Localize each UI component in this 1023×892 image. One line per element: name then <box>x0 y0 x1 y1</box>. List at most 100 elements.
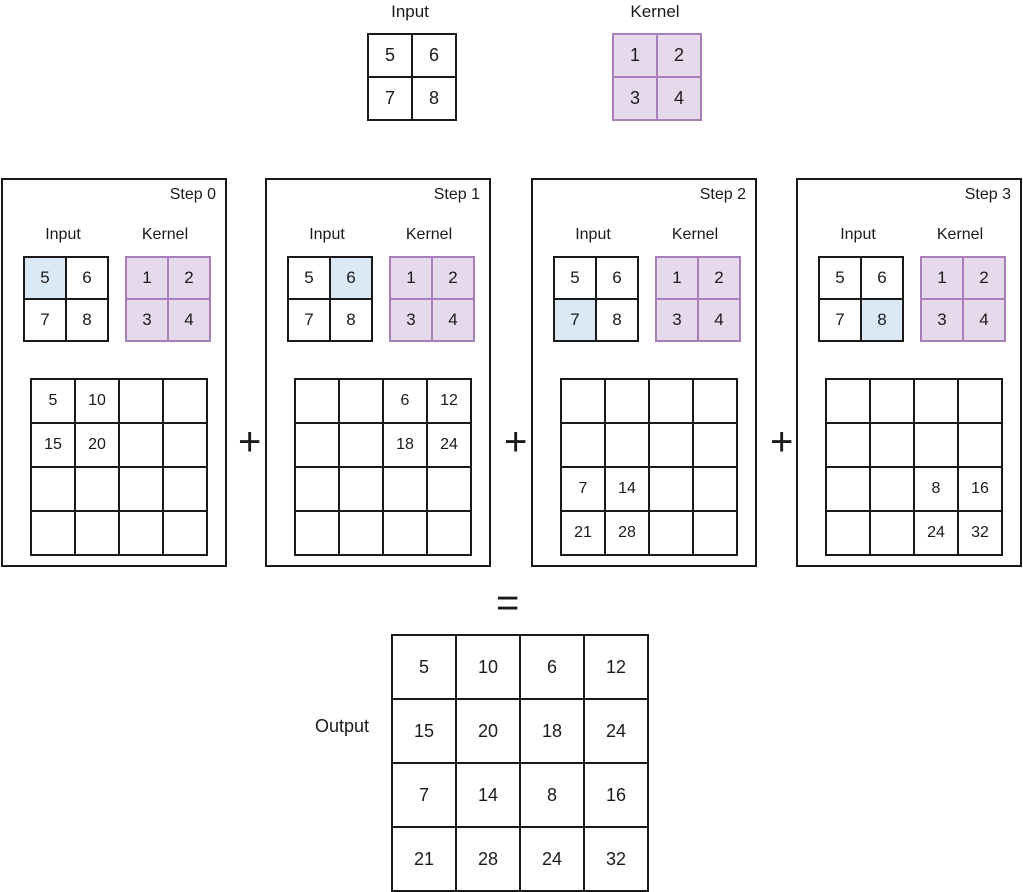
top-input-label: Input <box>391 2 429 21</box>
grid-cell-highlighted: 6 <box>329 256 373 300</box>
step-kernel-label-1: Kernel <box>405 226 453 243</box>
grid-cell: 15 <box>391 698 457 764</box>
grid-cell: 3 <box>125 298 169 342</box>
grid-cell <box>692 378 738 424</box>
grid-row <box>30 510 208 556</box>
grid-cell <box>648 510 694 556</box>
grid-cell <box>382 466 428 512</box>
grid-cell: 14 <box>455 762 521 828</box>
grid-cell: 5 <box>30 378 76 424</box>
grid-cell <box>604 378 650 424</box>
grid-cell: 2 <box>697 256 741 300</box>
grid-cell: 6 <box>382 378 428 424</box>
grid-cell: 32 <box>957 510 1003 556</box>
grid-cell <box>118 378 164 424</box>
grid-cell: 20 <box>455 698 521 764</box>
grid-cell <box>957 422 1003 468</box>
grid-cell: 2 <box>431 256 475 300</box>
grid-cell <box>913 378 959 424</box>
grid-cell <box>30 510 76 556</box>
grid-cell <box>648 378 694 424</box>
grid-cell <box>118 510 164 556</box>
grid-cell <box>869 466 915 512</box>
grid-cell: 8 <box>519 762 585 828</box>
grid-cell: 24 <box>426 422 472 468</box>
plus-operator-2: + <box>770 420 794 464</box>
step-kernel-label-2: Kernel <box>671 226 719 243</box>
plus-operator-0: + <box>238 420 262 464</box>
grid-cell <box>294 378 340 424</box>
step-input-label-3: Input <box>840 226 876 243</box>
grid-cell <box>825 466 871 512</box>
step-kernel-label-3: Kernel <box>936 226 984 243</box>
equals-operator: = <box>496 581 520 625</box>
grid-cell: 4 <box>697 298 741 342</box>
plus-operator-1: + <box>504 420 528 464</box>
grid-cell: 6 <box>595 256 639 300</box>
grid-cell <box>957 378 1003 424</box>
grid-cell: 10 <box>74 378 120 424</box>
grid-cell: 5 <box>818 256 862 300</box>
grid-cell <box>294 510 340 556</box>
grid-cell: 28 <box>455 826 521 892</box>
grid-cell: 8 <box>65 298 109 342</box>
grid-cell: 3 <box>920 298 964 342</box>
step-kernel-label-0: Kernel <box>141 226 189 243</box>
grid-cell <box>692 510 738 556</box>
grid-cell <box>162 510 208 556</box>
grid-cell: 2 <box>962 256 1006 300</box>
grid-cell <box>648 422 694 468</box>
step-title-3: Step 3 <box>964 186 1011 203</box>
grid-cell: 14 <box>604 466 650 512</box>
grid-cell <box>30 466 76 512</box>
grid-cell: 3 <box>655 298 699 342</box>
grid-row <box>294 466 472 512</box>
step-input-label-1: Input <box>309 226 345 243</box>
grid-cell: 7 <box>23 298 67 342</box>
grid-cell: 21 <box>560 510 606 556</box>
grid-cell: 28 <box>604 510 650 556</box>
grid-cell: 8 <box>329 298 373 342</box>
grid-cell <box>338 422 384 468</box>
grid-row <box>294 510 472 556</box>
grid-cell <box>560 422 606 468</box>
grid-cell <box>825 510 871 556</box>
grid-cell <box>74 510 120 556</box>
grid-cell: 8 <box>913 466 959 512</box>
grid-cell-highlighted: 5 <box>23 256 67 300</box>
grid-cell: 6 <box>411 33 457 78</box>
grid-cell-highlighted: 7 <box>553 298 597 342</box>
grid-cell <box>426 510 472 556</box>
grid-cell <box>162 378 208 424</box>
top-kernel-label: Kernel <box>630 2 680 21</box>
